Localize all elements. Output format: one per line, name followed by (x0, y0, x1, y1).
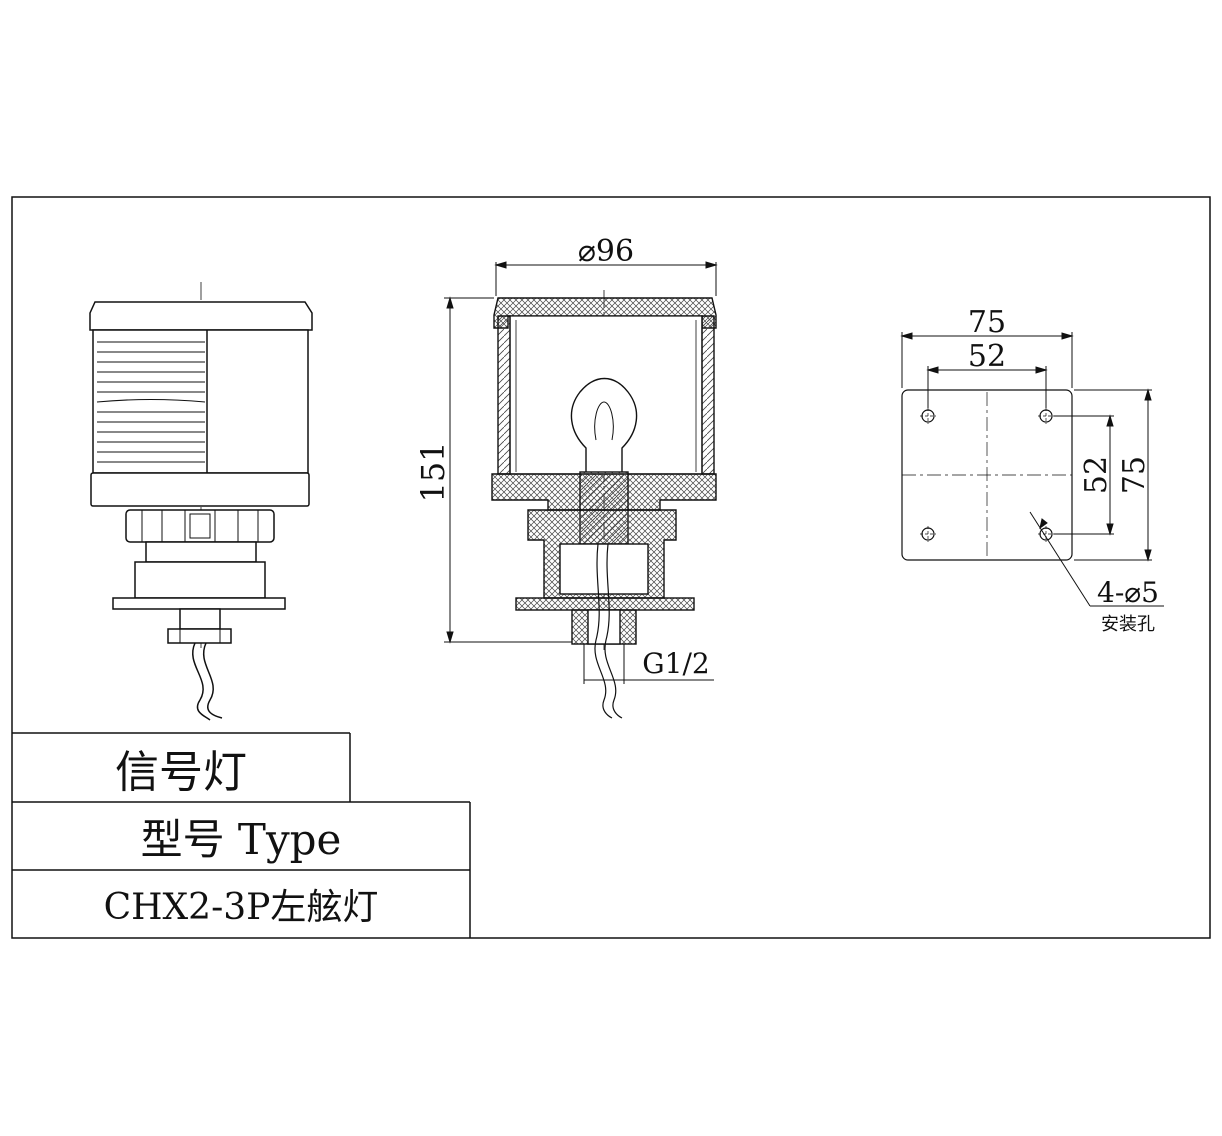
section-view-lamp (491, 290, 717, 719)
title-block (12, 732, 471, 938)
dim-holes: 4-⌀5 (1097, 576, 1159, 609)
dim-hole-spacing-x: 52 (968, 339, 1006, 374)
title-model: CHX2-3P左舷灯 (103, 887, 379, 928)
dim-plate-width: 75 (968, 305, 1006, 340)
title-name: 信号灯 (115, 746, 247, 798)
dim-thread: G1/2 (642, 647, 709, 680)
section-dimensions (444, 261, 718, 684)
plate-dimensions (900, 332, 1164, 607)
side-view-lamp (89, 282, 313, 721)
dim-height: 151 (414, 441, 452, 502)
dim-plate-height: 75 (1117, 456, 1152, 494)
drawing-frame (11, 196, 1211, 939)
title-type-label: 型号 Type (140, 814, 342, 864)
dim-holes-note: 安装孔 (1101, 614, 1155, 635)
mounting-plate-view (901, 389, 1073, 561)
dim-hole-spacing-y: 52 (1079, 456, 1114, 494)
dim-diameter: ⌀96 (578, 234, 634, 269)
